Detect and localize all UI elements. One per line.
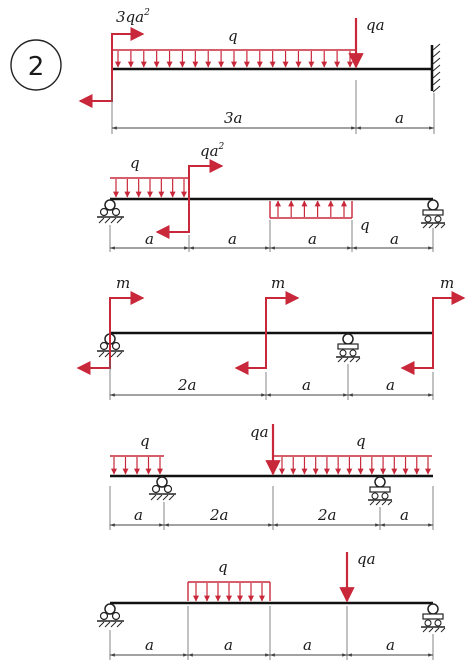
- pin-support-icon: [97, 199, 124, 224]
- dim-label-2a: 2a: [209, 506, 229, 524]
- distributed-load: [110, 177, 190, 198]
- moment-label-qa2: qa2: [200, 142, 225, 160]
- distributed-load: [110, 455, 164, 475]
- moment-arrow: [78, 27, 145, 108]
- roller-support-icon: [368, 476, 393, 506]
- force-label-qa: qa: [366, 16, 385, 34]
- distributed-load: [112, 49, 355, 68]
- dimension-lines: [111, 80, 435, 134]
- dim-label-3a: 3a: [224, 109, 243, 127]
- load-label-q: q: [130, 154, 140, 172]
- dim-label-a: a: [302, 376, 311, 394]
- distributed-load-upward: [269, 200, 353, 219]
- beam-3: m m m 2a a a: [76, 274, 466, 400]
- dim-label-2a: 2a: [177, 376, 197, 394]
- beam-4: q q qa a 2a 2a a: [109, 423, 434, 530]
- dim-label-a: a: [134, 506, 143, 524]
- moment-arrow: [76, 291, 145, 375]
- dim-label-a: a: [228, 230, 237, 248]
- load-label-q: q: [356, 432, 366, 450]
- beam-1: q 3qa2 qa 3a a: [78, 8, 441, 134]
- distributed-load: [187, 581, 271, 602]
- dim-label-a: a: [395, 109, 404, 127]
- moment-arrow: [155, 159, 224, 239]
- beam-2: q q qa2 a a a a: [97, 142, 446, 252]
- moment-label-3qa2: 3qa2: [116, 8, 150, 26]
- roller-support-icon: [421, 199, 446, 229]
- beam-5: q qa a a a a: [97, 550, 446, 660]
- load-label-q: q: [360, 216, 370, 234]
- distributed-load: [273, 455, 432, 475]
- moment-label-m: m: [440, 274, 454, 292]
- roller-support-icon: [336, 333, 361, 363]
- load-label-q: q: [140, 432, 150, 450]
- wall-hatch-icon: [430, 43, 441, 93]
- problem-number-text: 2: [28, 52, 45, 82]
- load-label-q: q: [218, 558, 228, 576]
- roller-support-icon: [421, 603, 446, 633]
- dim-label-a: a: [386, 636, 395, 654]
- problem-number: 2: [10, 39, 62, 91]
- moment-arrow: [234, 291, 300, 375]
- load-label-q: q: [228, 27, 238, 45]
- dim-label-a: a: [224, 636, 233, 654]
- dim-label-a: a: [400, 506, 409, 524]
- dim-label-a: a: [390, 230, 399, 248]
- dim-label-2a: 2a: [317, 506, 337, 524]
- dim-label-a: a: [308, 230, 317, 248]
- moment-arrow: [400, 291, 466, 375]
- dim-label-a: a: [386, 376, 395, 394]
- dim-label-a: a: [145, 230, 154, 248]
- dim-label-a: a: [303, 636, 312, 654]
- pin-support-icon: [149, 476, 176, 501]
- dimension-lines: [109, 360, 434, 400]
- dim-label-a: a: [145, 636, 154, 654]
- moment-label-m: m: [116, 274, 130, 292]
- dimension-lines: [109, 606, 434, 660]
- pin-support-icon: [97, 603, 124, 628]
- dimension-lines: [109, 486, 434, 530]
- force-label-qa: qa: [357, 550, 376, 568]
- moment-label-m: m: [271, 274, 285, 292]
- dimension-lines: [109, 220, 434, 252]
- force-label-qa: qa: [250, 423, 269, 441]
